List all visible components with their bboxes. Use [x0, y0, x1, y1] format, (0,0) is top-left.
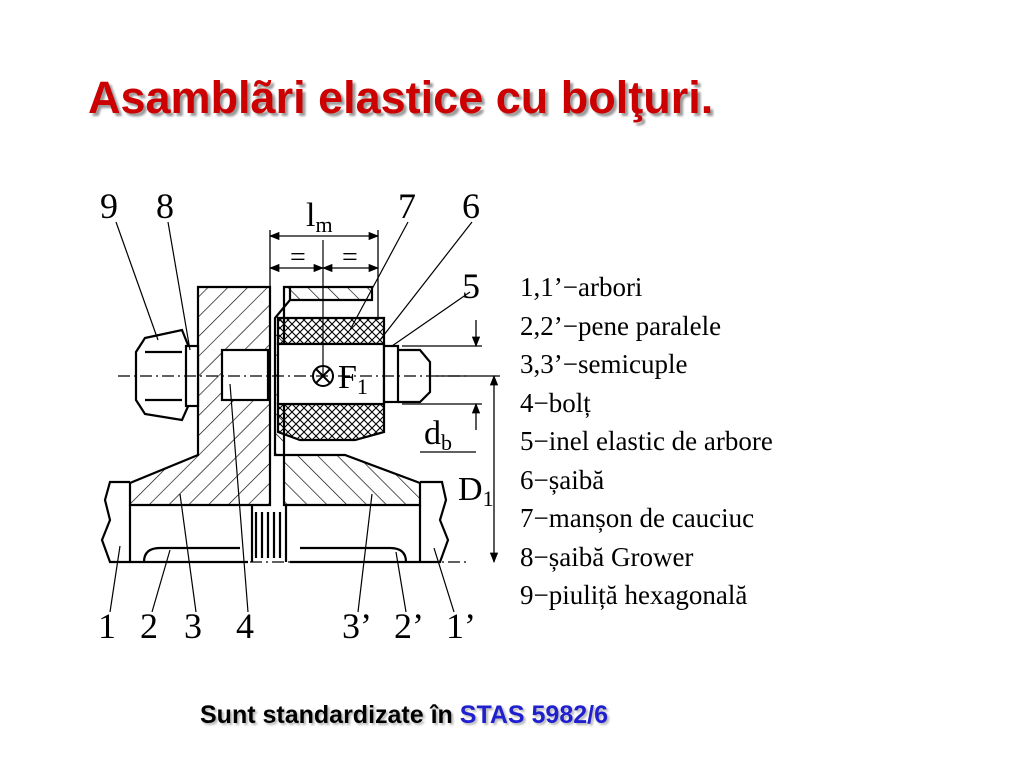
legend-item: 6−șaibă — [520, 464, 605, 495]
legend-item: 4−bolț — [520, 387, 591, 418]
callout-2: 2 — [140, 606, 158, 646]
lm-label: l — [306, 197, 315, 234]
callout-9: 9 — [100, 186, 118, 226]
shafts — [100, 480, 450, 564]
db-subscript: b — [441, 430, 452, 455]
legend-item: 9−piuliță hexagonală — [520, 580, 748, 610]
legend-item: 5−inel elastic de arbore — [520, 426, 773, 456]
callout-5: 5 — [462, 266, 480, 306]
legend-item: 8−șaibă Grower — [520, 541, 694, 572]
equal-mark-left: = — [290, 242, 306, 273]
callout-8: 8 — [156, 186, 174, 226]
lm-subscript: m — [315, 212, 332, 237]
standard-note: Sunt standardizate în STAS 5982/6 — [200, 700, 608, 730]
callout-3: 3 — [184, 606, 202, 646]
callout-4: 4 — [236, 606, 254, 646]
svg-text:db: db — [424, 415, 452, 455]
legend-item: 7−manșon de cauciuc — [520, 503, 755, 533]
force-symbol — [312, 365, 334, 387]
slide-title: Asamblãri elastice cu bolţuri. — [88, 72, 714, 123]
legend-item: 3,3’−semicuple — [520, 349, 688, 379]
callout-2-prime: 2’ — [394, 606, 424, 646]
legend-item: 2,2’−pene paralele — [520, 310, 722, 341]
parts-legend: 1,1’−arbori 2,2’−pene paralele 3,3’−semi… — [520, 268, 940, 615]
callout-1: 1 — [98, 606, 116, 646]
right-half-coupling — [273, 285, 422, 507]
callout-3-prime: 3’ — [342, 606, 372, 646]
svg-text:D1: D1 — [458, 471, 494, 511]
rubber-sleeve — [276, 316, 386, 442]
equal-mark-right: = — [342, 242, 358, 273]
standard-note-prefix: Sunt standardizate în — [200, 701, 460, 729]
callout-1-prime: 1’ — [446, 606, 476, 646]
svg-text:lm: lm — [306, 197, 333, 237]
pin — [220, 342, 432, 406]
force-subscript: 1 — [357, 374, 368, 399]
callout-6: 6 — [462, 186, 480, 226]
standard-reference: STAS 5982/6 — [459, 701, 608, 729]
D1-label: D — [458, 471, 483, 508]
db-label: d — [424, 415, 441, 452]
callout-7: 7 — [398, 186, 416, 226]
svg-text:F1: F1 — [338, 359, 368, 399]
legend-item: 1,1’−arbori — [520, 272, 643, 302]
D1-subscript: 1 — [483, 486, 494, 511]
force-label: F — [338, 359, 357, 396]
